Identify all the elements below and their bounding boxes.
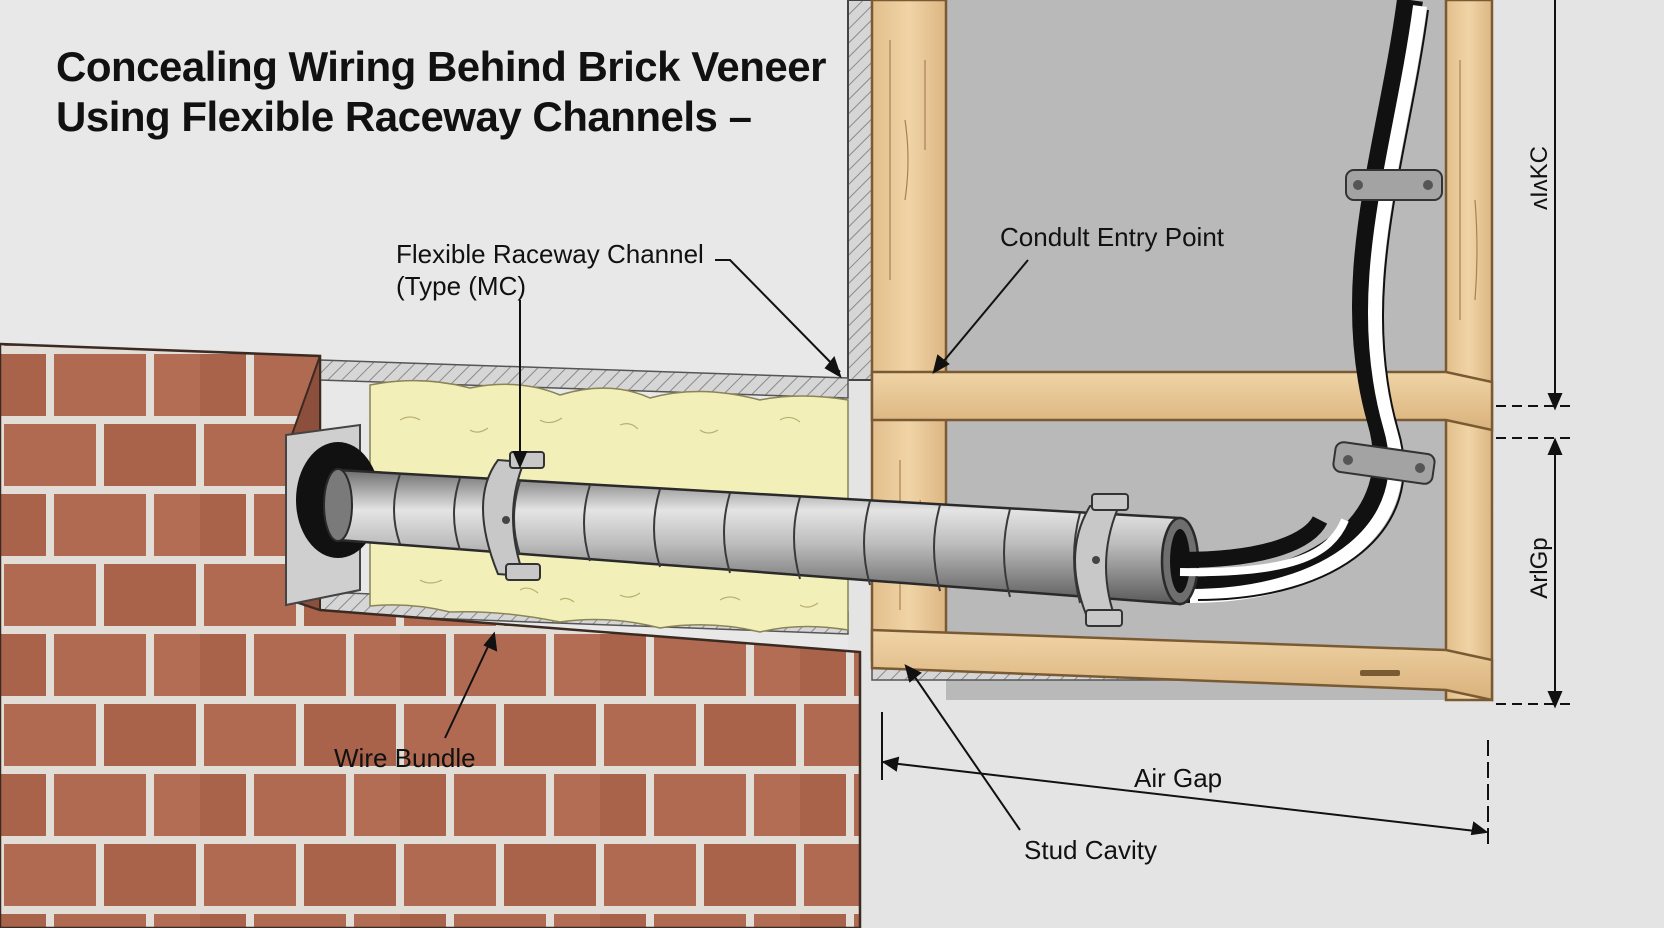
raceway-label-line-1: Flexible Raceway Channel [396, 239, 704, 269]
raceway-label: Flexible Raceway Channel (Type (MC) [396, 238, 704, 302]
wire-bundle-label: Wire Bundle [334, 743, 476, 773]
raceway-label-line-2: (Type (MC) [396, 271, 526, 301]
feed-cable [1179, 0, 1429, 603]
wire-bundle-exit [1179, 515, 1328, 568]
upper-dimension-label: ᴧIᴧKC [1526, 146, 1553, 211]
title-line-2: Using Flexible Raceway Channels – [56, 93, 752, 140]
leader-lines [444, 259, 1029, 831]
conduit-entry-label: Condult Entry Point [1000, 222, 1225, 252]
raceway-conduit [323, 468, 1200, 606]
lower-dimension-label: ArlGp [1526, 537, 1553, 599]
wire-bundle-exit-white [1179, 518, 1349, 577]
air-gap-label: Air Gap [1134, 763, 1223, 793]
conduit-strap [482, 451, 1129, 628]
dimension-lines [881, 0, 1576, 850]
cable-strap [1332, 169, 1443, 485]
diagram-title: Concealing Wiring Behind Brick Veneer Us… [56, 42, 826, 142]
stud-cavity-label: Stud Cavity [1024, 835, 1157, 865]
title-line-1: Concealing Wiring Behind Brick Veneer [56, 43, 826, 90]
